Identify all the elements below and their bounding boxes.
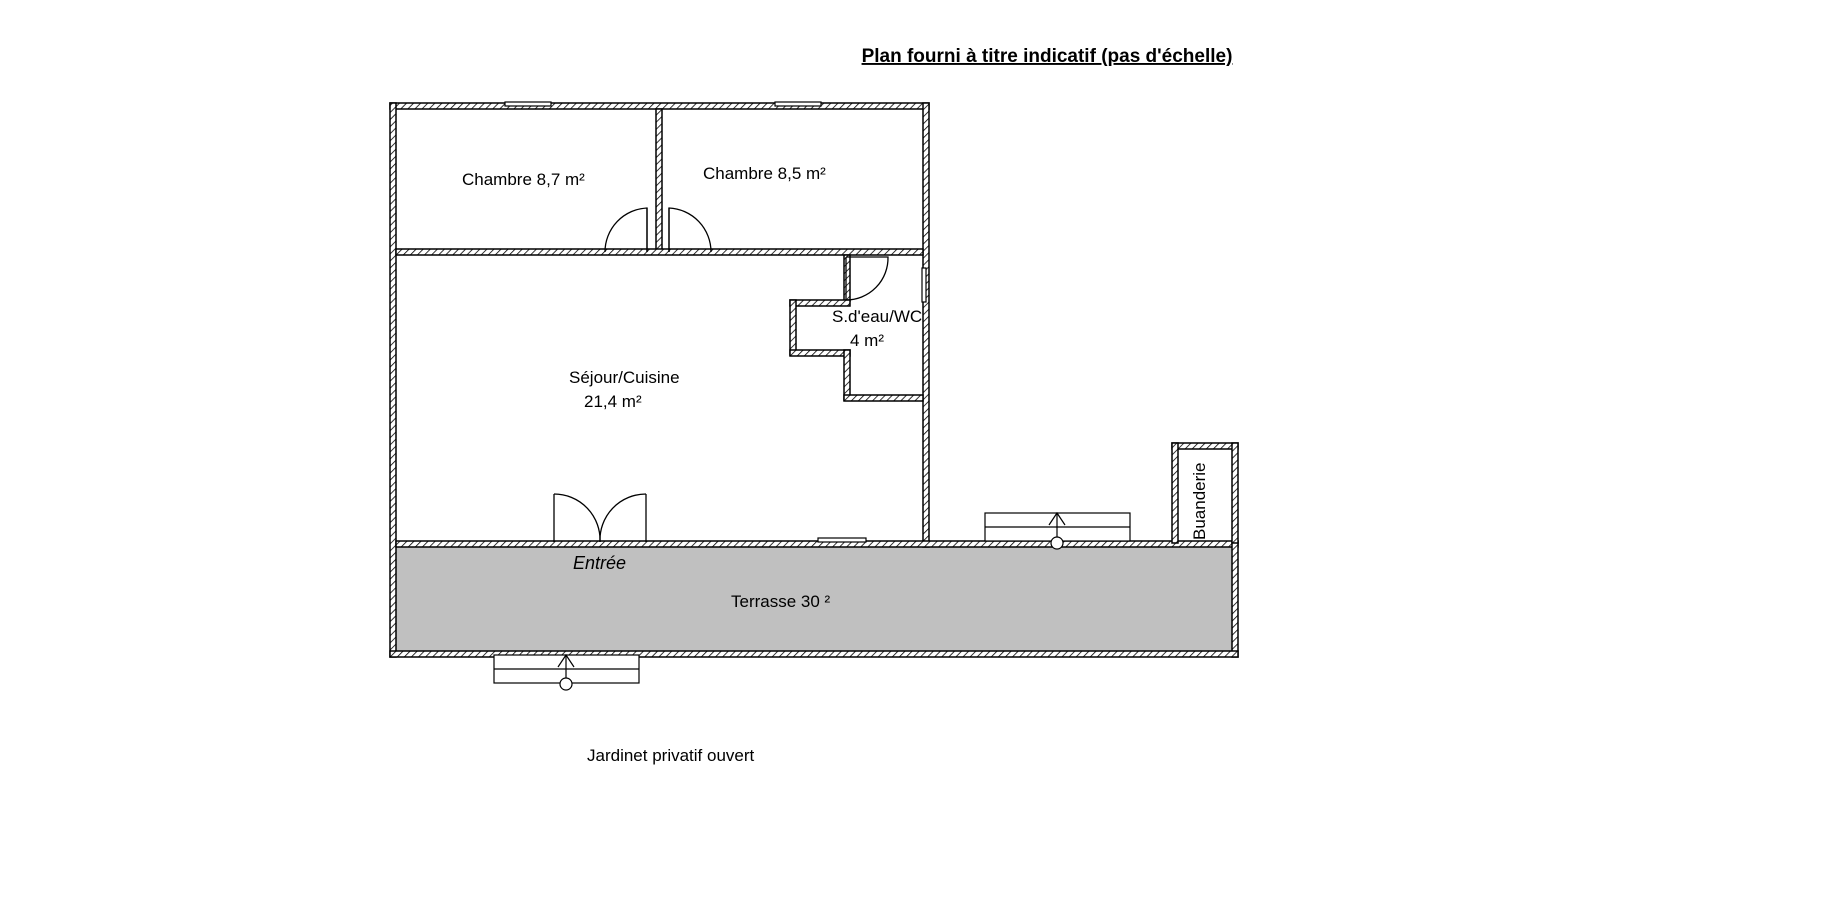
room-area-sejour: 21,4 m² [584,392,642,411]
room-label-chambre-2: Chambre 8,5 m² [703,164,826,183]
entree-door [553,493,647,543]
room-label-terrasse: Terrasse 30 ² [731,592,831,611]
room-area-sdeau: 4 m² [850,331,884,350]
step-symbol-right [984,511,1131,550]
terrasse-area [395,545,1233,652]
windows [504,101,927,543]
step-symbol-garden [493,653,640,691]
entree-label: Entrée [573,553,626,573]
room-label-sejour: Séjour/Cuisine [569,368,680,387]
jardin-label: Jardinet privatif ouvert [587,746,755,765]
room-label-sdeau: S.d'eau/WC [832,307,922,326]
walls [389,102,1239,658]
room-label-buanderie: Buanderie [1190,462,1209,540]
room-label-chambre-1: Chambre 8,7 m² [462,170,585,189]
bedroom-doors [604,207,889,301]
plan-title: Plan fourni à titre indicatif (pas d'éch… [862,46,1233,67]
